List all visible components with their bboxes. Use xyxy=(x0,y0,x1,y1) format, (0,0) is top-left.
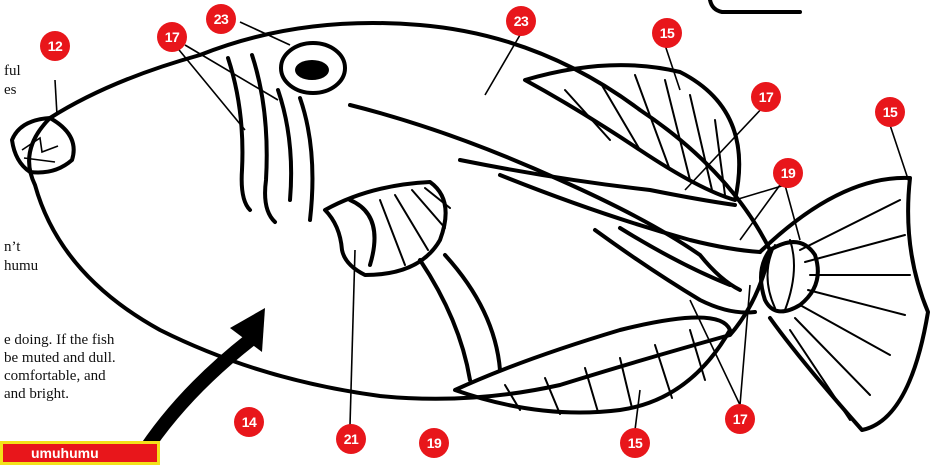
name-tag: umuhumu xyxy=(0,441,160,465)
callout-badge: 23 xyxy=(506,6,536,36)
callout-badge: 14 xyxy=(234,407,264,437)
callout-badge: 19 xyxy=(419,428,449,458)
callout-badge: 21 xyxy=(336,424,366,454)
callout-badge: 17 xyxy=(751,82,781,112)
text-line: ful xyxy=(4,63,21,80)
callout-badge: 15 xyxy=(652,18,682,48)
frame-corner xyxy=(710,0,800,12)
leader-lines xyxy=(55,22,910,430)
text-line: e doing. If the fish xyxy=(4,332,114,349)
callout-badge: 23 xyxy=(206,4,236,34)
text-line: es xyxy=(4,82,17,99)
anal-fin xyxy=(455,318,730,415)
fish-eye xyxy=(281,43,345,93)
callout-badge: 19 xyxy=(773,158,803,188)
callout-badge: 17 xyxy=(157,22,187,52)
callout-badge: 15 xyxy=(875,97,905,127)
tail-fin xyxy=(760,178,928,430)
callout-badge: 15 xyxy=(620,428,650,458)
head-stripes xyxy=(228,55,312,222)
text-line: be muted and dull. xyxy=(4,350,116,367)
text-line: humu xyxy=(4,258,38,275)
callout-badge: 17 xyxy=(725,404,755,434)
text-line: comfortable, and xyxy=(4,368,106,385)
text-line: and bright. xyxy=(4,386,69,403)
fish-body xyxy=(29,23,770,399)
pectoral-fin xyxy=(325,182,450,275)
text-line: n’t xyxy=(4,239,20,256)
callout-badge: 12 xyxy=(40,31,70,61)
body-stripes xyxy=(350,105,760,380)
